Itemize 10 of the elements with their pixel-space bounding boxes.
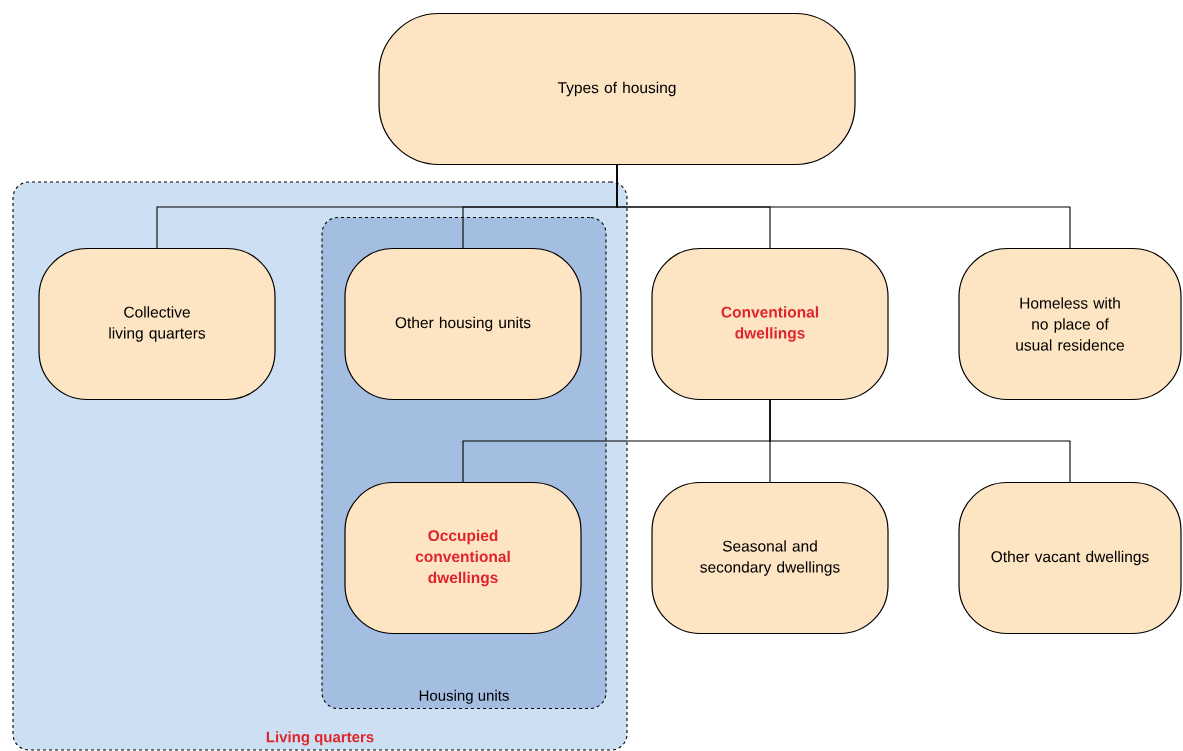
category-box: Occupied conventional dwellings (344, 481, 582, 635)
category-box: Homeless with no place of usual residence (958, 247, 1182, 401)
connector-line (769, 399, 1071, 483)
category-box: Other housing units (344, 247, 582, 401)
category-box: Collective living quarters (38, 247, 276, 401)
root-box: Types of housing (378, 12, 856, 166)
category-box: Conventional dwellings (651, 247, 889, 401)
category-box: Other vacant dwellings (958, 481, 1182, 635)
connector-line (616, 164, 1071, 249)
category-box: Seasonal and secondary dwellings (651, 481, 889, 635)
